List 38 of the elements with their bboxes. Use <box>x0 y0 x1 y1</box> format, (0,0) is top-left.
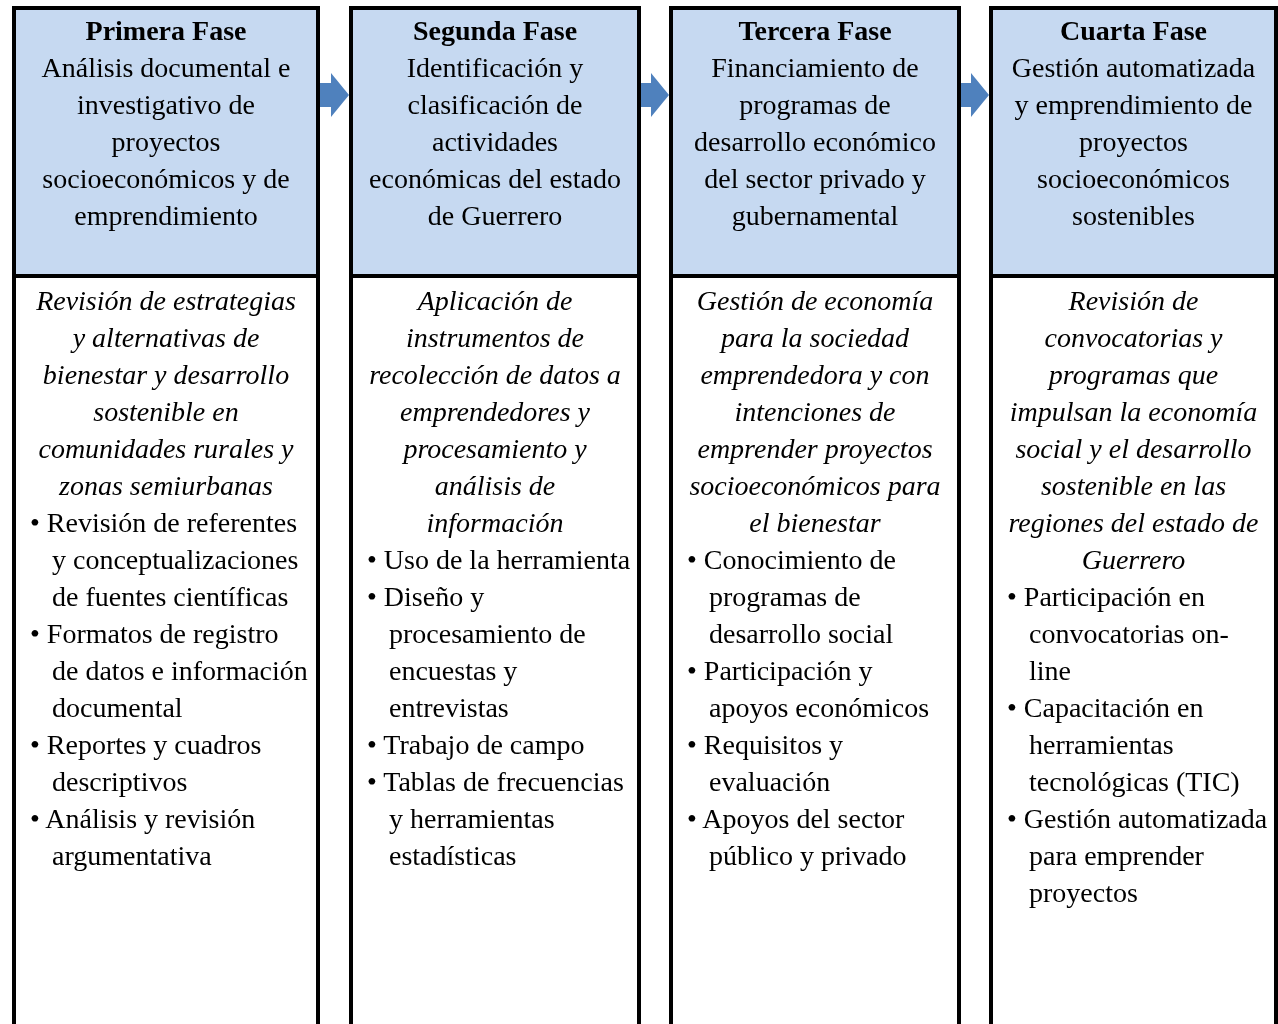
phase-description: Gestión automatizada y emprendimiento de proyectos socioeconómicos sostenibles <box>1010 51 1257 233</box>
bullet-item: • Revisión de referentes y conceptualizaciones de fuentes científicas <box>29 506 300 614</box>
bullet-item: • Conocimiento de programas de desarrollo social <box>686 543 897 651</box>
phase-title: Cuarta Fase <box>1059 14 1208 48</box>
block-arrow <box>641 73 669 117</box>
phase-description: Financiamiento de programas de desarrollo económico del sector privado y gubernamental <box>693 51 937 233</box>
bullet-item: • Uso de la herramienta <box>366 543 631 577</box>
phase-header-box <box>989 6 1278 278</box>
bullet-item: • Análisis y revisión argumentativa <box>29 802 257 873</box>
block-arrow <box>961 73 989 117</box>
bullet-item: • Capacitación en herramientas tecnológicas (TIC) <box>1006 691 1241 799</box>
phase-description: Identificación y clasificación de actividades económicas del estado de Guerrero <box>368 51 622 233</box>
bullet-item: • Gestión automatizada para emprender proyectos <box>1006 802 1268 910</box>
activity-summary: Gestión de economía para la sociedad emprendedora y con intenciones de emprender proyectos socioeconómicos para el bienestar <box>688 284 942 540</box>
phase-title: Tercera Fase <box>737 14 893 48</box>
bullet-item: • Requisitos y evaluación <box>686 728 845 799</box>
bullet-item: • Tablas de frecuencias y herramientas estadísticas <box>366 765 625 873</box>
bullet-item: • Participación y apoyos económicos <box>686 654 931 725</box>
phase-title: Segunda Fase <box>411 14 579 48</box>
activity-summary: Aplicación de instrumentos de recolección de datos a emprendedores y procesamiento y análisis de información <box>368 284 622 540</box>
phase-header-box <box>12 6 320 278</box>
phase-detail-box <box>669 278 961 1024</box>
bullet-item: • Reportes y cuadros descriptivos <box>29 728 263 799</box>
phase-header-box <box>349 6 641 278</box>
phase-title: Primera Fase <box>84 14 248 48</box>
bullet-item: • Diseño y procesamiento de encuestas y entrevistas <box>366 580 587 725</box>
phase-header-box <box>669 6 961 278</box>
block-arrow <box>320 73 349 117</box>
activity-summary: Revisión de convocatorias y programas que impulsan la economía social y el desarrollo sostenible en las regiones del estado de Guerrero <box>1007 284 1260 577</box>
bullet-item: • Formatos de registro de datos e información documental <box>29 617 309 725</box>
phase-detail-box <box>12 278 320 1024</box>
phase-detail-box <box>349 278 641 1024</box>
bullet-item: • Apoyos del sector público y privado <box>686 802 908 873</box>
bullet-item: • Trabajo de campo <box>366 728 586 762</box>
phase-description: Análisis documental e investigativo de proyectos socioeconómicos y de emprendimiento <box>40 51 292 233</box>
activity-summary: Revisión de estrategias y alternativas de bienestar y desarrollo sostenible en comunidades rurales y zonas semiurbanas <box>35 284 297 503</box>
phase-detail-box <box>989 278 1278 1024</box>
bullet-item: • Participación en convocatorias on-line <box>1006 580 1230 688</box>
